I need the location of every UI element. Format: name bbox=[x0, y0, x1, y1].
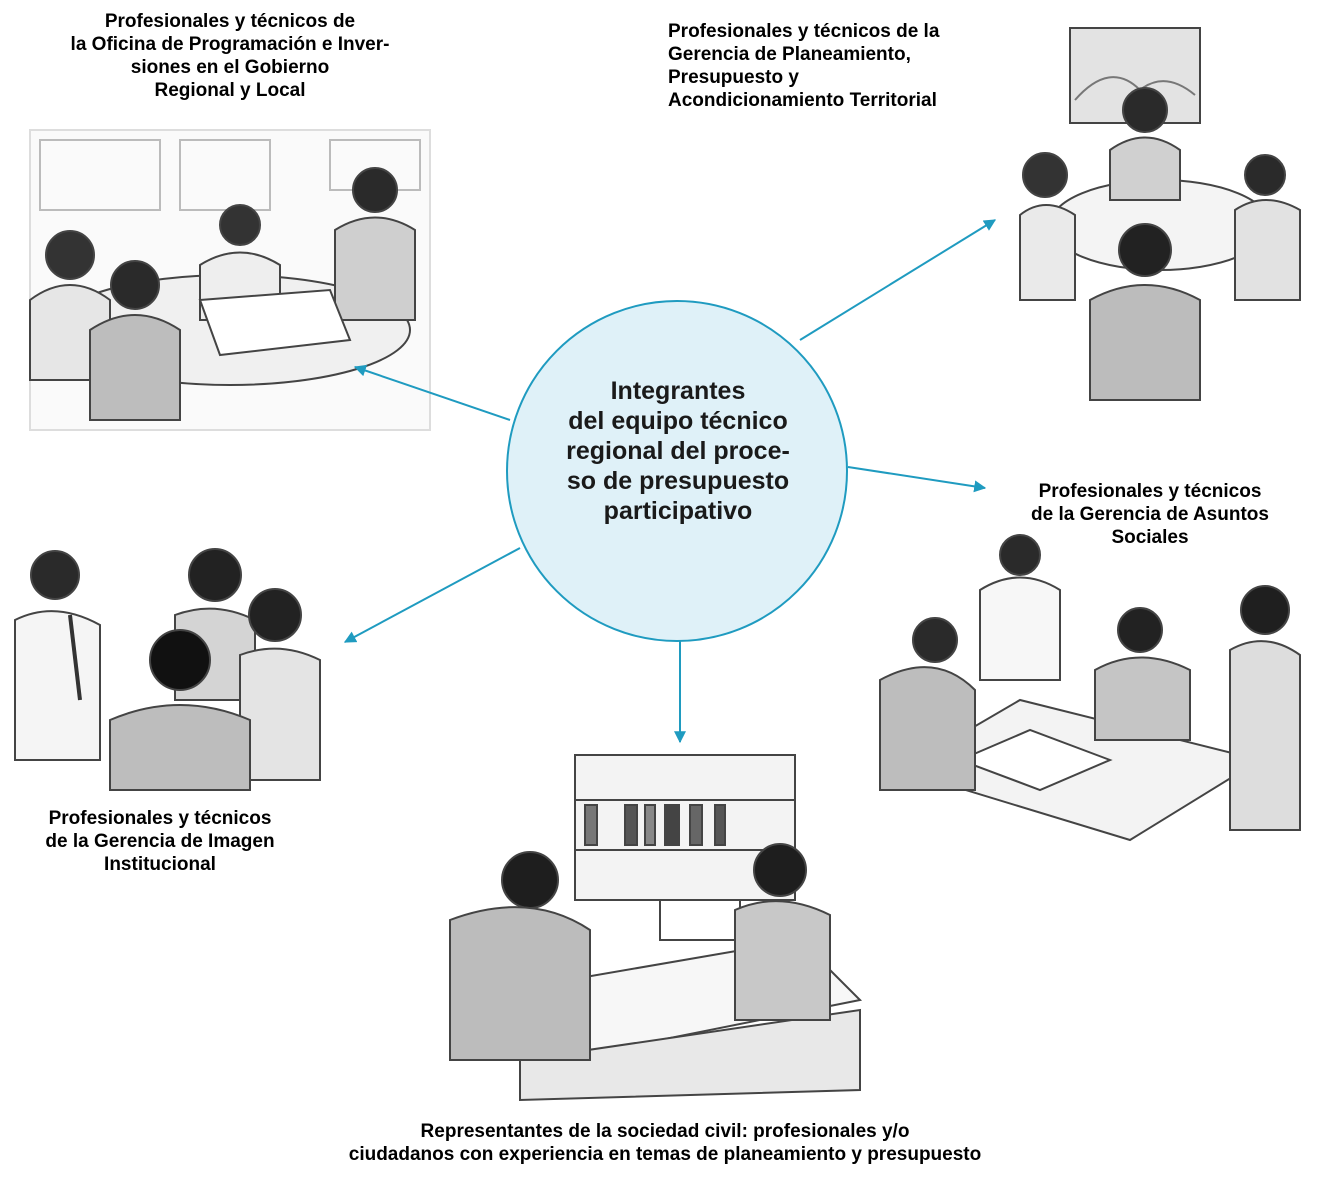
arrow-to-opi bbox=[353, 364, 511, 421]
center-line: so de presupuesto bbox=[566, 467, 790, 495]
team-reviewing-plans-illustration bbox=[879, 534, 1301, 842]
imagen-label: Profesionales y técnicos de la Gerencia … bbox=[0, 807, 320, 876]
arrow-to-asuntos-sociales bbox=[847, 466, 987, 493]
center-line: participativo bbox=[603, 497, 753, 525]
asuntos-sociales-label-line: Sociales bbox=[1111, 527, 1189, 548]
meeting-around-table-illustration bbox=[29, 129, 431, 431]
center-title: Integrantes del equipo técnico regional … bbox=[528, 376, 828, 526]
asuntos-sociales-label-line: de la Gerencia de Asuntos bbox=[1031, 504, 1269, 525]
planeamiento-label-line: Profesionales y técnicos de la bbox=[668, 21, 940, 42]
desk-with-bookshelf-illustration bbox=[449, 754, 863, 1102]
asuntos-sociales-label: Profesionales y técnicos de la Gerencia … bbox=[990, 480, 1310, 549]
planeamiento-label: Profesionales y técnicos de la Gerencia … bbox=[668, 20, 1028, 112]
imagen-label-line: Institucional bbox=[104, 854, 216, 875]
meeting-with-map-illustration bbox=[1019, 27, 1301, 401]
planeamiento-label-line: Presupuesto y bbox=[668, 67, 799, 88]
opi-label-line: Regional y Local bbox=[154, 80, 306, 101]
opi-label-line: siones en el Gobierno bbox=[130, 57, 330, 78]
planeamiento-label-line: Gerencia de Planeamiento, bbox=[668, 44, 911, 65]
asuntos-sociales-label-line: Profesionales y técnicos bbox=[1038, 481, 1262, 502]
center-line: regional del proce- bbox=[566, 437, 790, 465]
planeamiento-label-line: Acondicionamiento Territorial bbox=[668, 90, 937, 111]
center-line: Integrantes bbox=[610, 377, 746, 405]
group-conversation-illustration bbox=[14, 548, 321, 791]
imagen-label-line: de la Gerencia de Imagen bbox=[45, 831, 275, 852]
imagen-label-line: Profesionales y técnicos bbox=[48, 808, 272, 829]
sociedad-civil-label-line: Representantes de la sociedad civil: pro… bbox=[420, 1121, 910, 1142]
opi-label: Profesionales y técnicos de la Oficina d… bbox=[20, 10, 440, 102]
sociedad-civil-label: Representantes de la sociedad civil: pro… bbox=[200, 1120, 1130, 1166]
arrow-to-planeamiento bbox=[799, 219, 997, 341]
center-line: del equipo técnico bbox=[568, 407, 788, 435]
opi-label-line: Profesionales y técnicos de bbox=[104, 11, 356, 32]
opi-label-line: la Oficina de Programación e Inver- bbox=[70, 34, 390, 55]
sociedad-civil-label-line: ciudadanos con experiencia en temas de p… bbox=[348, 1144, 982, 1165]
center-circle bbox=[506, 300, 848, 642]
arrow-to-imagen bbox=[343, 547, 521, 643]
